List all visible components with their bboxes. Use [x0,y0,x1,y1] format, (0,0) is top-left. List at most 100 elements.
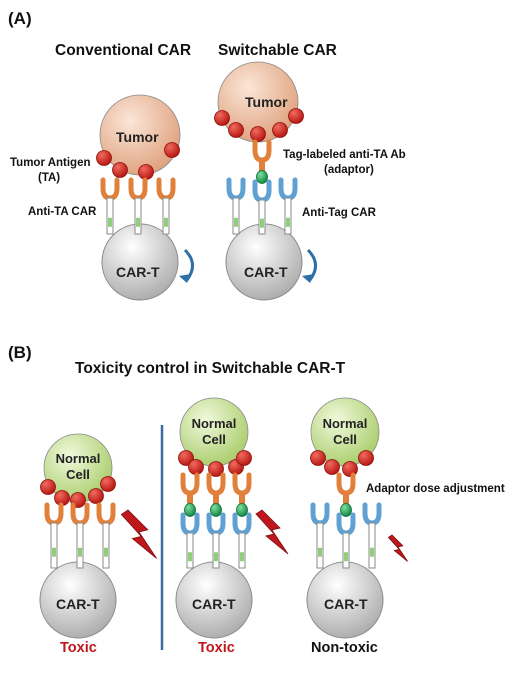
tag-label [256,170,268,184]
tumor-antigen [178,450,194,466]
tumor-antigen-label-line2: (TA) [38,172,61,184]
toxicity-control-title: Toxicity control in Switchable CAR-T [75,360,346,377]
anti-tag-car [278,177,298,201]
car-signal-domain [108,217,112,227]
anti-tag-car-label: Anti-Tag CAR [302,207,376,219]
adaptor-stem [239,492,245,506]
tumor-cell-right [217,61,299,143]
cart-label-b-3: CAR-T [324,596,368,612]
car-signal-domain [240,552,244,562]
tumor-label-left: Tumor [116,129,159,145]
car-signal-domain [318,547,322,557]
car-stalk [102,522,110,569]
car-signal-domain [104,547,108,557]
cart-label-b-2: CAR-T [192,596,236,612]
tag-label [236,503,248,517]
car-signal-domain [188,552,192,562]
car-stalk [186,532,194,569]
curved-arrow-head [302,274,314,283]
anti-tag-car [226,177,246,201]
result-toxic-1: Toxic [60,640,97,656]
anti-tag-car [252,179,272,203]
anti-tag-car [180,512,200,536]
car-stalk [134,197,142,235]
car-stalk [368,522,376,569]
lightning-bolt-icon [120,509,157,559]
adaptor-antibody [180,472,200,496]
adaptor-antibody [252,139,272,163]
car-stalk [258,199,266,235]
car-stalk [212,532,220,569]
car-signal-domain [370,547,374,557]
car-stalk [76,522,84,569]
tumor-antigen [112,162,128,178]
car-stalk [232,197,240,235]
car-stalk [342,532,350,569]
tumor-antigen [228,122,244,138]
lightning-bolt-icon [255,509,289,555]
adaptor-stem [259,159,265,173]
adaptor-antibody [336,472,356,496]
adaptor-label-line2: (adaptor) [324,164,374,176]
car-signal-domain [78,547,82,557]
car-stalk [106,197,114,235]
car-signal-domain [260,218,264,228]
anti-tag-car [362,502,382,526]
tumor-antigen [208,461,224,477]
normal-cell-3-line1: Normal [322,416,368,431]
adaptor-dose-label: Adaptor dose adjustment [366,483,505,495]
anti-ta-car [70,502,90,526]
car-signal-domain [136,217,140,227]
car-signal-domain [164,217,168,227]
tumor-antigen [250,126,266,142]
normal-cell-2-line1: Normal [191,416,237,431]
tumor-label-right: Tumor [245,94,288,110]
cart-label-b-1: CAR-T [56,596,100,612]
tumor-antigen-label-line1: Tumor Antigen [10,157,91,169]
adaptor-antibody [232,472,252,496]
tumor-antigen [358,450,374,466]
anti-ta-car [96,502,116,526]
adaptor-stem [343,492,349,506]
cart-cell-a-right [225,223,303,301]
switchable-car-title: Switchable CAR [218,42,337,59]
car-stalk [238,532,246,569]
tumor-antigen [96,150,112,166]
car-signal-domain [286,217,290,227]
car-signal-domain [234,217,238,227]
panel-a-label: (A) [8,9,32,28]
car-stalk [284,197,292,235]
tag-label [210,503,222,517]
tumor-antigen [100,476,116,492]
tumor-antigen [40,479,56,495]
car-signal-domain [214,552,218,562]
car-stalk [316,522,324,569]
lightning-bolt-icon [387,534,408,562]
result-toxic-2: Toxic [198,640,235,656]
anti-tag-car [310,502,330,526]
anti-ta-car [44,502,64,526]
car-stalk [50,522,58,569]
anti-ta-car [100,177,120,201]
tumor-antigen [272,122,288,138]
anti-tag-car [232,512,252,536]
curved-arrow-head [179,274,191,283]
conventional-car-title: Conventional CAR [55,42,192,59]
result-non-toxic: Non-toxic [311,640,378,656]
cart-cell-a-left [101,223,179,301]
car-stalk [162,197,170,235]
normal-cell-3-line2: Cell [333,432,357,447]
normal-cell-1-line2: Cell [66,467,90,482]
adaptor-stem [187,492,193,506]
normal-cell-1-line1: Normal [55,451,101,466]
adaptor-label-line1: Tag-labeled anti-TA Ab [283,149,406,161]
anti-ta-car-label: Anti-TA CAR [28,206,97,218]
tumor-antigen [164,142,180,158]
tumor-antigen [288,108,304,124]
normal-cell-2-line2: Cell [202,432,226,447]
cart-label-a-left: CAR-T [116,264,160,280]
tumor-antigen [236,450,252,466]
tumor-antigen [138,164,154,180]
